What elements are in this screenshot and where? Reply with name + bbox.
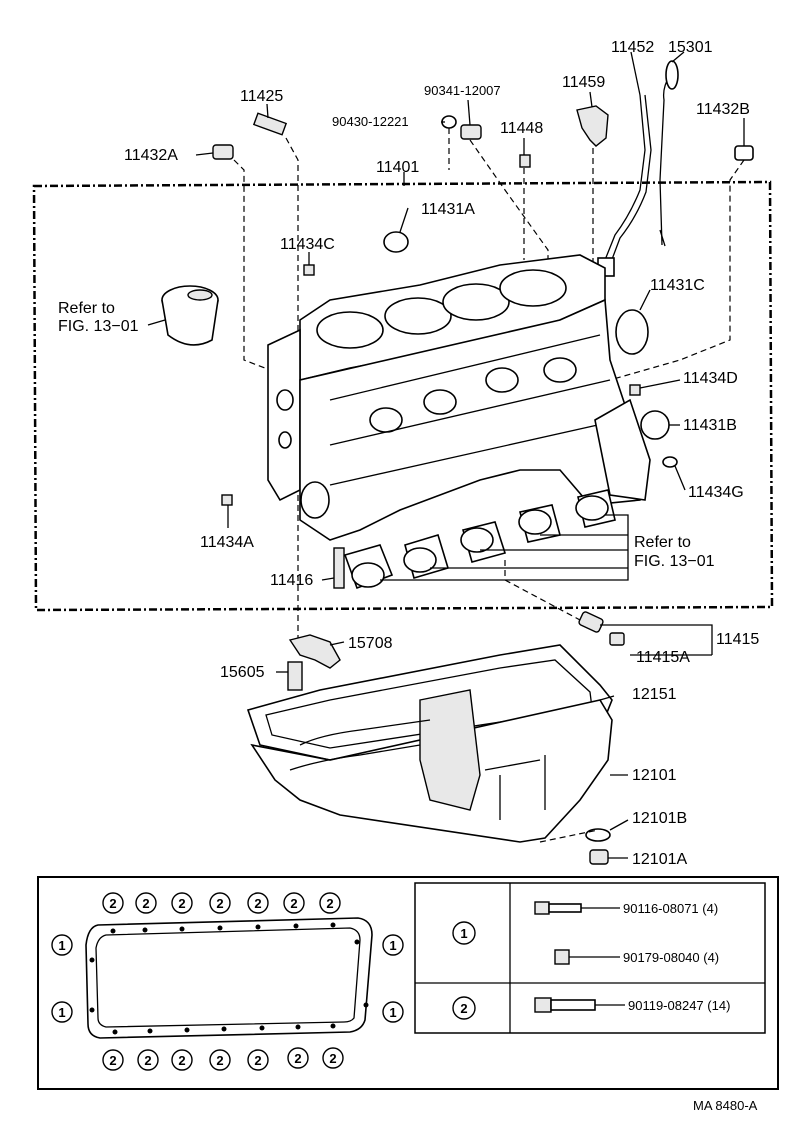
label-11415a: 11415A [636, 649, 690, 666]
svg-text:2: 2 [326, 896, 333, 911]
svg-text:2: 2 [216, 1053, 223, 1068]
label-11416: 11416 [270, 572, 313, 589]
bolt-label-90179: 90179-08040 (4) [623, 950, 719, 965]
bolt-icon-1 [534, 901, 620, 915]
label-11401: 11401 [376, 159, 419, 176]
diagram-code: MA 8480-A [693, 1098, 758, 1113]
label-90430: 90430-12221 [332, 114, 409, 129]
label-11431a: 11431A [421, 201, 475, 218]
svg-text:2: 2 [109, 896, 116, 911]
legend-markers: 2 2 2 2 2 2 2 2 2 2 2 2 2 2 1 1 1 1 1 2 [51, 892, 476, 1071]
pin-11434a [221, 494, 233, 506]
label-12101: 12101 [632, 767, 677, 784]
label-11415: 11415 [716, 631, 759, 648]
plug-90341 [460, 124, 482, 140]
table-markers: 1 2 [452, 921, 476, 1020]
label-11434a: 11434A [200, 534, 254, 551]
pin-11448 [519, 154, 531, 168]
svg-text:2: 2 [329, 1051, 336, 1066]
stud-11425 [252, 112, 288, 136]
svg-text:2: 2 [254, 1053, 261, 1068]
bracket-15708 [288, 634, 341, 669]
svg-text:2: 2 [178, 1053, 185, 1068]
svg-text:2: 2 [216, 896, 223, 911]
dipstick-tube [604, 94, 646, 261]
svg-text:2: 2 [109, 1053, 116, 1068]
label-11431b: 11431B [683, 417, 737, 434]
svg-text:1: 1 [389, 1005, 396, 1020]
bearing-ref-line1: Refer to [634, 534, 691, 551]
part-labels: 11452 15301 11459 11432B 11425 90341-120… [58, 39, 759, 868]
bolt-11416 [333, 547, 345, 589]
bolt-label-90119: 90119-08247 (14) [628, 998, 730, 1013]
svg-text:2: 2 [290, 896, 297, 911]
piston [161, 285, 219, 346]
bolt-15605 [287, 661, 303, 691]
plug-11431b [640, 410, 670, 440]
plug-12101a [589, 849, 609, 865]
plug-11432a [212, 144, 234, 160]
piston-ref-line2: FIG. 13−01 [58, 318, 139, 335]
svg-text:2: 2 [254, 896, 261, 911]
label-11448: 11448 [500, 120, 543, 137]
label-11432b: 11432B [696, 101, 750, 118]
dipstick [659, 74, 671, 246]
plug-11415a [609, 632, 625, 646]
marker-2-top-row: 2 2 2 2 2 2 2 [102, 892, 341, 914]
plug-11432b [734, 145, 754, 161]
drain-cock-11415 [578, 611, 604, 633]
label-15708: 15708 [348, 635, 393, 652]
bolt-icon-3 [534, 997, 625, 1013]
bearing-ref-line2: FIG. 13−01 [634, 553, 715, 570]
sensor-11459 [576, 105, 609, 147]
svg-text:1: 1 [389, 938, 396, 953]
bolt-icon-2 [554, 949, 620, 965]
block-assembly-frame [32, 180, 774, 612]
legend-box [37, 876, 779, 1090]
svg-text:2: 2 [178, 896, 185, 911]
label-15605: 15605 [220, 664, 265, 681]
svg-text:2: 2 [460, 1001, 467, 1016]
label-11434c: 11434C [280, 236, 335, 253]
gasket-bolt-holes [89, 922, 369, 1035]
bolt-table [414, 882, 766, 1034]
label-15301: 15301 [668, 39, 713, 56]
label-11434d: 11434D [683, 370, 738, 387]
plug-11431a [383, 231, 409, 253]
svg-text:2: 2 [142, 896, 149, 911]
oil-pan [246, 644, 613, 843]
piston-ref-line1: Refer to [58, 300, 115, 317]
svg-text:1: 1 [58, 1005, 65, 1020]
label-12101b: 12101B [632, 810, 687, 827]
label-12101a: 12101A [632, 851, 687, 868]
label-11431c: 11431C [650, 277, 705, 294]
pin-11434c [303, 264, 315, 276]
marker-1-sides: 1 1 1 1 [51, 934, 404, 1023]
gasket-outline [85, 917, 373, 1039]
label-11459: 11459 [562, 74, 605, 91]
cylinder-block [267, 254, 651, 590]
svg-text:2: 2 [144, 1053, 151, 1068]
bearing-shells [351, 495, 609, 588]
plug-11431c [615, 309, 649, 355]
marker-2-bottom-row: 2 2 2 2 2 2 2 [102, 1047, 344, 1071]
bolt-label-90116: 90116-08071 (4) [623, 901, 718, 916]
label-12151: 12151 [632, 686, 677, 703]
pin-11434d [629, 384, 641, 396]
label-90341: 90341-12007 [424, 83, 501, 98]
svg-text:1: 1 [460, 926, 467, 941]
svg-text:1: 1 [58, 938, 65, 953]
label-11452: 11452 [611, 39, 654, 56]
label-11434g: 11434G [688, 484, 744, 501]
label-11432a: 11432A [124, 147, 178, 164]
washer-12101b [585, 828, 611, 842]
pin-11434g [662, 456, 678, 468]
svg-text:2: 2 [294, 1051, 301, 1066]
label-11425: 11425 [240, 88, 283, 105]
